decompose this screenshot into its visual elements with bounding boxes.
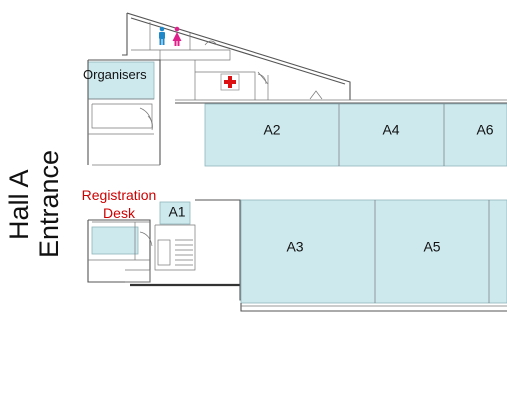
entrance-title-line2: Entrance <box>34 149 64 258</box>
upper-hall <box>175 99 507 167</box>
registration-line1: Registration <box>81 187 157 203</box>
organisers-room <box>87 61 155 100</box>
upper-hall-floor <box>204 103 507 167</box>
registration-block <box>87 201 240 287</box>
entrance-title-line1: Hall A <box>4 169 34 240</box>
registration-desk-area <box>91 226 139 255</box>
lower-hall-floor <box>240 199 507 304</box>
stall-a2-label: A2 <box>263 122 280 138</box>
stall-a3-label: A3 <box>286 239 303 255</box>
stall-a5-label: A5 <box>423 239 440 255</box>
organisers-block <box>87 59 161 166</box>
first-aid-icon <box>220 73 240 91</box>
service-block <box>122 12 351 100</box>
registration-desk-label: Registration Desk <box>78 186 160 222</box>
stall-a1-label: A1 <box>168 204 185 220</box>
female-toilet-icon <box>172 26 182 46</box>
stall-a6-label: A6 <box>476 122 493 138</box>
lower-hall <box>195 199 507 312</box>
staircase <box>157 239 193 266</box>
stall-a4-label: A4 <box>382 122 399 138</box>
registration-line2: Desk <box>103 205 135 221</box>
organisers-label: Organisers <box>83 67 147 82</box>
a1-room <box>159 201 191 225</box>
male-toilet-icon <box>159 26 165 45</box>
